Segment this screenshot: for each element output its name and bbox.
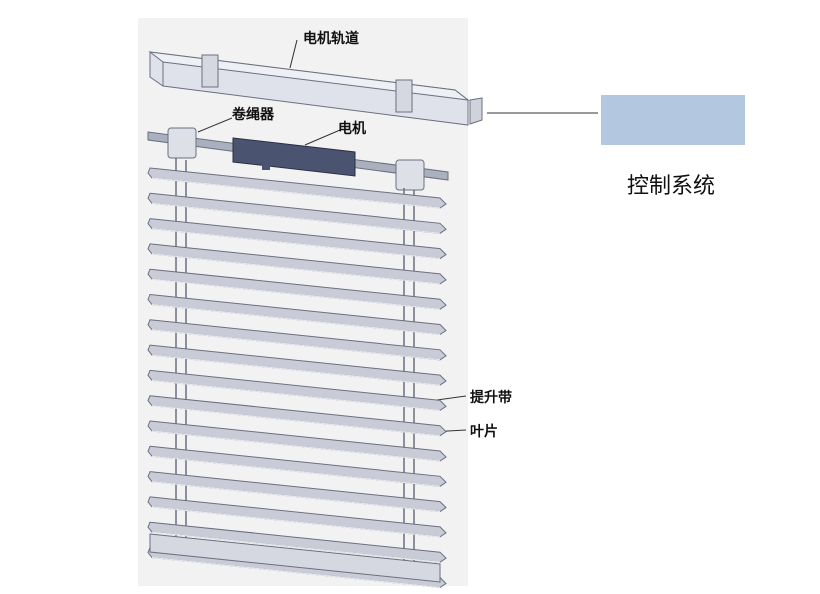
label-rope-winder: 卷绳器 [232, 107, 274, 123]
slat-highlight [151, 228, 441, 260]
label-lift-tape: 提升带 [470, 390, 512, 406]
leader-line-motor-track [289, 39, 298, 69]
rope-winder-right [395, 159, 425, 191]
label-motor-track: 电机轨道 [303, 31, 359, 47]
slat-highlight [151, 329, 441, 361]
slat-highlight [151, 379, 441, 411]
slat-highlight [151, 430, 441, 462]
motor-track [148, 51, 483, 126]
slat-highlight [151, 481, 441, 513]
leader-line-rope-winder [197, 117, 233, 133]
slat-highlight [151, 455, 441, 487]
label-motor: 电机 [338, 121, 366, 137]
label-slat: 叶片 [470, 424, 498, 440]
bottom-rail [149, 533, 441, 583]
rope-winder-left [167, 127, 197, 159]
slat-highlight [151, 253, 441, 285]
slat-highlight [151, 202, 441, 234]
slat-highlight [151, 506, 441, 538]
slat-highlight [151, 405, 441, 437]
leader-line-motor [304, 129, 341, 146]
control-system-label: 控制系统 [627, 174, 716, 199]
motor-body [232, 137, 356, 177]
slat [147, 471, 447, 513]
slat-highlight [151, 531, 441, 563]
slat-highlight [151, 354, 441, 386]
slat-stack [147, 167, 447, 589]
slat-highlight [151, 304, 441, 335]
control-system-box [601, 95, 745, 145]
slat-highlight [151, 278, 441, 310]
slat-highlight [151, 177, 441, 209]
slat-highlight [151, 557, 441, 588]
